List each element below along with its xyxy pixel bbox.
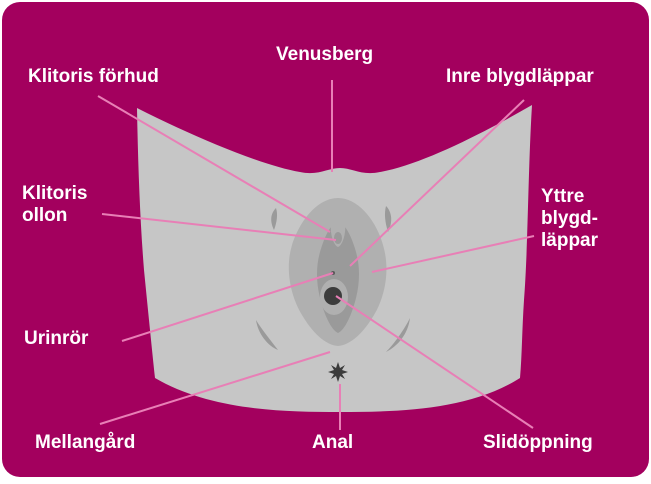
label-slidoppning: Slidöppning [483, 432, 593, 454]
label-yttre-line2: blygd- [541, 208, 598, 230]
label-yttre-line3: läppar [541, 230, 598, 252]
label-yttre-line1: Yttre [541, 186, 598, 208]
vaginal-opening [324, 287, 342, 305]
anus-mark [328, 362, 348, 382]
label-anal: Anal [312, 432, 353, 454]
clitoral-glans [334, 232, 342, 244]
label-klitoris-ollon-line1: Klitoris [22, 183, 87, 205]
label-klitoris-forhud: Klitoris förhud [28, 66, 159, 88]
label-venusberg: Venusberg [276, 44, 373, 66]
label-yttre-blygdlappar: Yttre blygd- läppar [541, 186, 598, 252]
label-klitoris-ollon-line2: ollon [22, 205, 87, 227]
label-urinror: Urinrör [24, 328, 88, 350]
label-inre-blygdlappar: Inre blygdläppar [446, 66, 594, 88]
label-klitoris-ollon: Klitoris ollon [22, 183, 87, 227]
label-mellangard: Mellangård [35, 432, 135, 454]
